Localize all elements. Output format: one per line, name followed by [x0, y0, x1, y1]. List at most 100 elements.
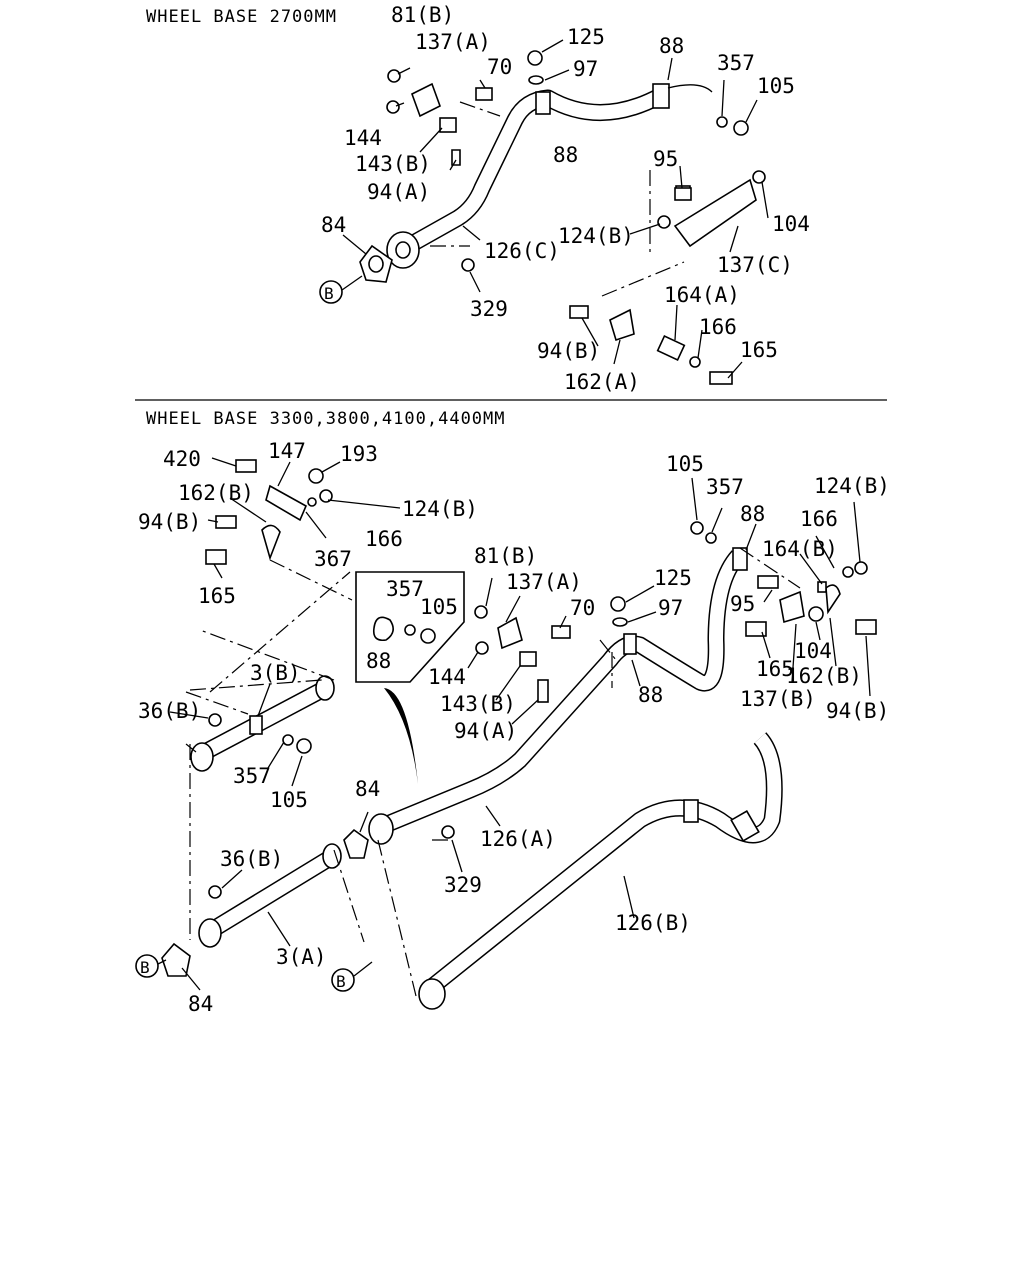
detail-inset	[355, 571, 465, 784]
bolt-70-top	[475, 87, 493, 101]
svg-text:B: B	[324, 284, 334, 303]
svg-text:162(B): 162(B)	[178, 481, 254, 505]
svg-text:B: B	[140, 958, 150, 977]
nut-144-lower	[475, 641, 489, 655]
svg-text:143(B): 143(B)	[440, 692, 516, 716]
bolt-95-lower	[757, 575, 779, 589]
pipe-3a	[198, 843, 342, 948]
svg-text:164(A): 164(A)	[664, 283, 740, 307]
svg-text:97: 97	[658, 596, 683, 620]
svg-text:165: 165	[756, 657, 794, 681]
nut-329-top	[461, 258, 475, 272]
nut-125-top	[527, 50, 543, 66]
svg-text:124(B): 124(B)	[558, 224, 634, 248]
svg-text:94(B): 94(B)	[138, 510, 201, 534]
svg-text:95: 95	[653, 147, 678, 171]
svg-text:B: B	[336, 972, 346, 991]
svg-text:3(B): 3(B)	[250, 661, 301, 685]
svg-text:165: 165	[740, 338, 778, 362]
svg-text:94(B): 94(B)	[826, 699, 889, 723]
svg-text:126(C): 126(C)	[484, 239, 560, 263]
washer-357-lower-left	[282, 734, 294, 746]
svg-text:125: 125	[654, 566, 692, 590]
bolt-70-lower	[551, 625, 571, 639]
svg-text:126(B): 126(B)	[615, 911, 691, 935]
svg-text:94(B): 94(B)	[537, 339, 600, 363]
svg-text:357: 357	[233, 764, 271, 788]
svg-text:84: 84	[355, 777, 380, 801]
nut-105-lower-left	[296, 738, 312, 754]
nut-105-top	[733, 120, 749, 136]
svg-text:124(B): 124(B)	[814, 474, 890, 498]
svg-text:3(A): 3(A)	[276, 945, 327, 969]
svg-text:88: 88	[366, 649, 391, 673]
svg-text:94(A): 94(A)	[367, 180, 430, 204]
svg-text:36(B): 36(B)	[220, 847, 283, 871]
nut-193	[308, 468, 324, 484]
washer-97-top	[528, 75, 544, 85]
svg-text:88: 88	[659, 34, 684, 58]
nut-81b-lower	[474, 605, 488, 619]
svg-text:357: 357	[386, 577, 424, 601]
svg-text:166: 166	[365, 527, 403, 551]
pipe-3b	[190, 675, 335, 772]
svg-text:164(B): 164(B)	[762, 537, 838, 561]
nut-124b-lower-right	[854, 561, 868, 575]
svg-text:70: 70	[487, 55, 512, 79]
svg-text:143(B): 143(B)	[355, 152, 431, 176]
svg-text:420: 420	[163, 447, 201, 471]
washer-357-lower-right	[705, 532, 717, 544]
nut-124b-lower-left	[319, 489, 333, 503]
bolt-95-top	[674, 187, 692, 201]
front-pipe-126c	[386, 83, 713, 269]
svg-text:166: 166	[699, 315, 737, 339]
svg-text:105: 105	[757, 74, 795, 98]
washer-97-lower	[612, 617, 628, 627]
nut-36b-lower	[208, 885, 222, 899]
svg-text:88: 88	[638, 683, 663, 707]
svg-text:104: 104	[772, 212, 810, 236]
washer-166-top	[689, 356, 701, 368]
gasket-84	[359, 244, 393, 283]
bolt-165-top	[709, 371, 733, 385]
svg-text:137(C): 137(C)	[717, 253, 793, 277]
svg-text:367: 367	[314, 547, 352, 571]
svg-text:137(B): 137(B)	[740, 687, 816, 711]
svg-text:84: 84	[321, 213, 346, 237]
washer-166-lower-right	[842, 566, 854, 578]
svg-text:126(A): 126(A)	[480, 827, 556, 851]
ref-marker-b-3: B	[331, 961, 373, 992]
gasket-84-left	[161, 942, 191, 977]
svg-text:105: 105	[420, 595, 458, 619]
nut-36b-upper	[208, 713, 222, 727]
svg-text:193: 193	[340, 442, 378, 466]
bracket-137b	[779, 584, 841, 624]
svg-text:162(A): 162(A)	[564, 370, 640, 394]
section-title-wb-long: WHEEL BASE 3300,3800,4100,4400MM	[146, 409, 506, 429]
svg-text:97: 97	[573, 57, 598, 81]
gasket-84-mid	[343, 828, 369, 859]
ref-marker-b-1: B	[319, 275, 363, 304]
bracket-147	[261, 484, 308, 561]
bolt-420	[235, 459, 257, 473]
pipe-126b	[418, 732, 783, 1010]
bolt-94b-lower-left	[215, 515, 237, 529]
nut-124b-top	[657, 215, 671, 229]
svg-text:329: 329	[444, 873, 482, 897]
svg-text:88: 88	[740, 502, 765, 526]
callouts-bottom: 420 147 193 162(B) 124(B) 94(B) 166 367 …	[138, 439, 890, 1016]
svg-text:144: 144	[428, 665, 466, 689]
svg-text:147: 147	[268, 439, 306, 463]
bracket-137a-top	[411, 82, 461, 166]
hanger-162a	[609, 308, 686, 361]
svg-text:357: 357	[717, 51, 755, 75]
bolt-165-lower-right	[745, 621, 767, 637]
pipe-126a	[368, 547, 748, 845]
bracket-137a-lower	[497, 616, 549, 703]
svg-text:88: 88	[553, 143, 578, 167]
svg-text:357: 357	[706, 475, 744, 499]
svg-text:84: 84	[188, 992, 213, 1016]
nut-329-lower	[441, 825, 455, 839]
svg-text:124(B): 124(B)	[402, 497, 478, 521]
